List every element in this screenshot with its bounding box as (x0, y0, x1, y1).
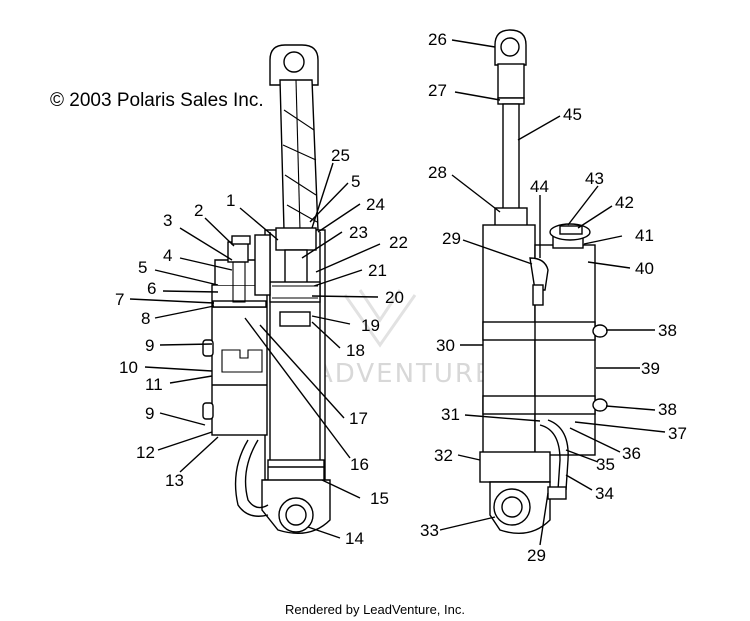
callout-34: 34 (595, 484, 614, 503)
callout-41: 41 (635, 226, 654, 245)
callout-31: 31 (441, 405, 460, 424)
right-bottom-block (479, 451, 551, 483)
callout-21: 21 (368, 261, 387, 280)
callout-10: 10 (119, 358, 138, 377)
callout-45: 45 (563, 105, 582, 124)
callout-42: 42 (615, 193, 634, 212)
callout-37: 37 (668, 424, 687, 443)
callout-27: 27 (428, 81, 447, 100)
watermark-text: ADVENTURE (315, 359, 493, 389)
callout-32: 32 (434, 446, 453, 465)
left-reservoir (211, 284, 268, 436)
left-shock-assembly (202, 44, 331, 534)
callout-15: 15 (370, 489, 389, 508)
callout-44: 44 (530, 177, 549, 196)
callout-17: 17 (349, 409, 368, 428)
callout-19: 19 (361, 316, 380, 335)
callout-9: 9 (145, 336, 154, 355)
callout-23: 23 (349, 223, 368, 242)
callout-43: 43 (585, 169, 604, 188)
callout-35: 35 (596, 455, 615, 474)
callout-38b: 38 (658, 400, 677, 419)
callout-18: 18 (346, 341, 365, 360)
callout-9b: 9 (145, 404, 154, 423)
left-piston (269, 281, 321, 303)
left-piston-nut (279, 311, 311, 327)
callout-20: 20 (385, 288, 404, 307)
callout-3: 3 (163, 211, 172, 230)
callout-24: 24 (366, 195, 385, 214)
footer-credit: Rendered by LeadVenture, Inc. (285, 602, 465, 617)
copyright-text: © 2003 Polaris Sales Inc. (50, 90, 264, 111)
callout-4: 4 (163, 246, 172, 265)
callout-13: 13 (165, 471, 184, 490)
callout-29: 29 (442, 229, 461, 248)
callout-5: 5 (138, 258, 147, 277)
callout-25: 25 (331, 146, 350, 165)
callout-14: 14 (345, 529, 364, 548)
callout-12: 12 (136, 443, 155, 462)
callout-30: 30 (436, 336, 455, 355)
leader-lines (129, 39, 666, 546)
watermark-logo-icon (343, 289, 417, 348)
right-upper-clamp (482, 321, 596, 341)
right-shock-assembly (479, 29, 608, 534)
callout-33: 33 (420, 521, 439, 540)
callout-1: 1 (226, 191, 235, 210)
callout-22: 22 (389, 233, 408, 252)
callout-26: 26 (428, 30, 447, 49)
callout-6: 6 (147, 279, 156, 298)
callout-16: 16 (350, 455, 369, 474)
callout-36: 36 (622, 444, 641, 463)
callout-8: 8 (141, 309, 150, 328)
callout-2: 2 (194, 201, 203, 220)
callout-38: 38 (658, 321, 677, 340)
callout-11: 11 (145, 375, 163, 394)
callout-labels: 1 2 3 4 5 6 7 8 9 10 11 9 12 13 14 15 16… (115, 30, 687, 565)
callout-5b: 5 (351, 172, 360, 191)
right-lower-clamp (482, 395, 596, 415)
left-top-eye-hole (283, 51, 305, 73)
callout-40: 40 (635, 259, 654, 278)
right-shaft (502, 103, 520, 215)
callout-28: 28 (428, 163, 447, 182)
callout-29b: 29 (527, 546, 546, 565)
callout-39: 39 (641, 359, 660, 378)
callout-7: 7 (115, 290, 124, 309)
